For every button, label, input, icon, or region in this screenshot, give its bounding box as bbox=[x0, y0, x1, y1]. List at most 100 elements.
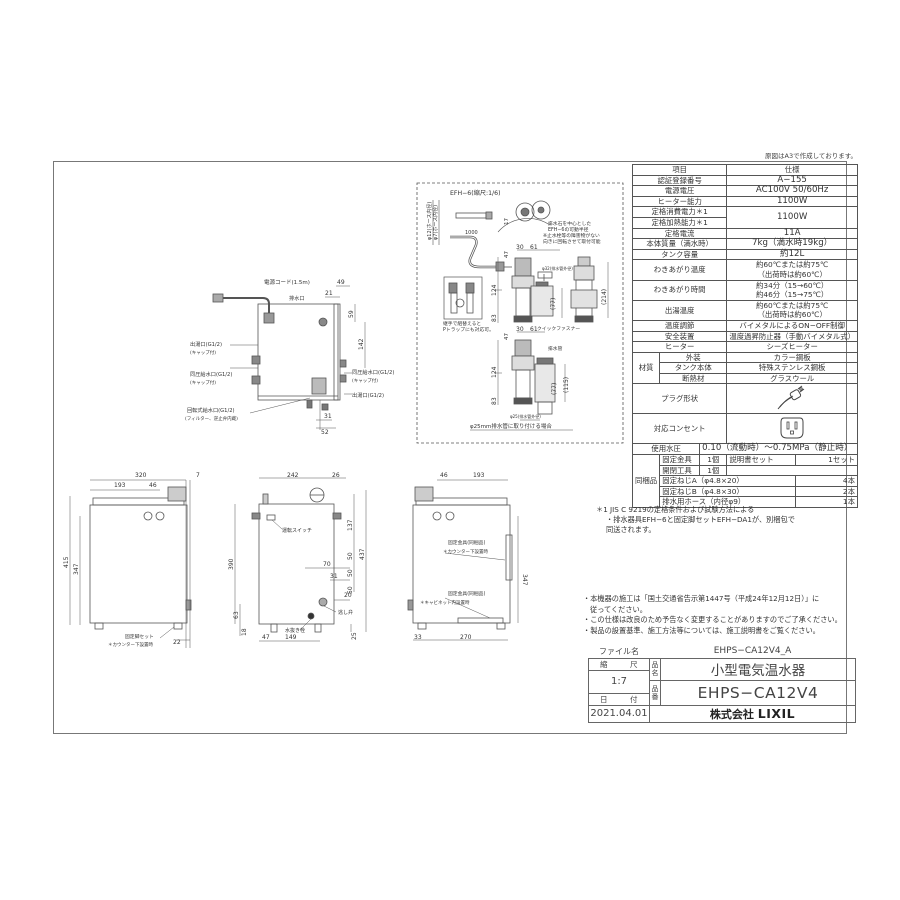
material-value: グラスウール bbox=[726, 372, 858, 385]
material-item: タンク本体 bbox=[659, 362, 728, 374]
spec-footnote: ＊1 JIS C 9219の定格条件および試験方法による ・排水器具EFH−6と… bbox=[596, 505, 795, 534]
svg-text:26: 26 bbox=[332, 472, 340, 479]
svg-text:排水口: 排水口 bbox=[289, 294, 305, 302]
side-view bbox=[234, 477, 367, 642]
svg-text:25: 25 bbox=[351, 632, 358, 640]
pressure-label: 使用水圧 bbox=[631, 443, 701, 456]
svg-text:水抜き栓: 水抜き栓 bbox=[285, 627, 305, 634]
outlet-label: 対応コンセント bbox=[631, 413, 728, 445]
svg-text:52: 52 bbox=[321, 429, 329, 436]
svg-text:47: 47 bbox=[504, 251, 510, 258]
accessory-name: 固定ねじB（φ4.8×30） bbox=[659, 485, 796, 498]
svg-text:63: 63 bbox=[233, 611, 240, 619]
svg-text:クイックファスナー: クイックファスナー bbox=[537, 326, 580, 332]
svg-text:(115): (115) bbox=[563, 377, 570, 393]
spec-value: 1100W bbox=[726, 206, 858, 229]
svg-text:＊カウンター下設置時: ＊カウンター下設置時 bbox=[443, 548, 488, 555]
svg-text:(フィルター、逆止弁内蔵): (フィルター、逆止弁内蔵) bbox=[185, 415, 238, 422]
svg-text:固定金具(同梱品): 固定金具(同梱品) bbox=[448, 539, 485, 546]
accessory-name: 説明書セット bbox=[726, 454, 796, 466]
front-view-labels: 320 7 193 46 415 347 22 固定脚セット ＊カウンター下設置… bbox=[63, 472, 200, 648]
svg-text:46: 46 bbox=[149, 482, 157, 489]
svg-text:193: 193 bbox=[473, 472, 485, 479]
pressure-value: 0.10（流動時）〜0.75MPa（静止時） bbox=[699, 443, 858, 456]
svg-text:270: 270 bbox=[460, 634, 472, 641]
svg-text:出湯口(G1/2): 出湯口(G1/2) bbox=[190, 340, 222, 348]
back-view-labels: 46 193 347 33 270 固定金具(同梱品) ＊カウンター下設置時 固… bbox=[414, 472, 528, 641]
svg-text:逃し弁: 逃し弁 bbox=[338, 609, 353, 616]
spec-header-row: 項目 仕様 bbox=[631, 164, 858, 176]
svg-text:φ7(ホース内径): φ7(ホース内径) bbox=[432, 205, 439, 240]
svg-text:φ12(ホース内径): φ12(ホース内径) bbox=[426, 202, 433, 240]
product-name-label: 品名 bbox=[649, 657, 661, 681]
date-value: 2021.04.01 bbox=[588, 704, 650, 723]
svg-text:50: 50 bbox=[347, 586, 354, 594]
svg-text:49: 49 bbox=[337, 279, 345, 286]
svg-text:(キャップ付): (キャップ付) bbox=[352, 377, 378, 384]
file-name-value: EHPS−CA12V4_A bbox=[649, 645, 856, 659]
svg-text:Pトラップにも対応可。: Pトラップにも対応可。 bbox=[443, 326, 494, 333]
spec-label: 定格電流 bbox=[631, 227, 728, 240]
svg-text:運転スイッチ: 運転スイッチ bbox=[282, 528, 312, 534]
svg-text:回転式給水口(G1/2): 回転式給水口(G1/2) bbox=[187, 406, 235, 414]
svg-text:EFH−6(縮尺:1/6): EFH−6(縮尺:1/6) bbox=[450, 189, 501, 197]
accessory-qty: 2本 bbox=[794, 485, 859, 498]
product-number: EHPS−CA12V4 bbox=[660, 679, 856, 706]
spec-value: AC100V 50/60Hz bbox=[726, 185, 858, 197]
spec-label: わきあがり時間 bbox=[631, 279, 728, 301]
svg-text:＊カウンター下設置時: ＊カウンター下設置時 bbox=[108, 641, 153, 648]
svg-text:437: 437 bbox=[359, 548, 366, 560]
spec-value: 約60℃または約75℃（出荷時は約60℃） bbox=[726, 259, 858, 281]
spec-value: 約34分（15→60℃）約46分（15→75℃） bbox=[726, 279, 858, 301]
svg-text:排水石を中心とした: 排水石を中心とした bbox=[548, 220, 591, 227]
svg-text:18: 18 bbox=[241, 628, 248, 636]
note-line: ・本機器の施工は「国土交通省告示第1447号（平成24年12月12日）」に bbox=[583, 594, 820, 603]
svg-text:φ25(排水管外径): φ25(排水管外径) bbox=[510, 413, 541, 419]
spec-label: 安全装置 bbox=[631, 330, 728, 343]
front-view bbox=[69, 479, 192, 648]
svg-text:同圧給水口(G1/2): 同圧給水口(G1/2) bbox=[190, 370, 232, 378]
spec-label: 定格消費電力＊1 bbox=[631, 206, 728, 218]
svg-text:30: 30 bbox=[516, 244, 524, 251]
svg-text:390: 390 bbox=[228, 558, 235, 570]
svg-text:φ32(排水管外径): φ32(排水管外径) bbox=[542, 265, 573, 271]
svg-text:出湯口(G1/2): 出湯口(G1/2) bbox=[352, 391, 384, 399]
spec-header-spec: 仕様 bbox=[726, 164, 858, 176]
svg-text:124: 124 bbox=[491, 366, 498, 378]
svg-text:31: 31 bbox=[324, 413, 332, 420]
material-value: カラー鋼板 bbox=[726, 351, 858, 364]
svg-text:83: 83 bbox=[491, 314, 498, 322]
spec-label: 本体質量（満水時） bbox=[631, 238, 728, 250]
back-view bbox=[407, 479, 519, 641]
svg-text:(キャップ付): (キャップ付) bbox=[190, 349, 216, 356]
svg-text:320: 320 bbox=[135, 472, 147, 479]
svg-text:22: 22 bbox=[173, 639, 181, 646]
installation-notes: ・本機器の施工は「国土交通省告示第1447号（平成24年12月12日）」に 従っ… bbox=[583, 594, 842, 636]
spec-value: 7kg（満水時19kg） bbox=[726, 238, 858, 250]
scale-value: 1:7 bbox=[588, 669, 650, 694]
svg-text:21: 21 bbox=[325, 290, 333, 297]
spec-label: 定格加熱能力＊1 bbox=[631, 216, 728, 229]
note-line: 従ってください。 bbox=[590, 604, 647, 614]
spec-header-item: 項目 bbox=[631, 164, 728, 176]
svg-text:242: 242 bbox=[287, 472, 299, 479]
svg-text:46: 46 bbox=[440, 472, 448, 479]
svg-text:＊キャビネット内設置時: ＊キャビネット内設置時 bbox=[420, 599, 470, 606]
svg-text:(キャップ付): (キャップ付) bbox=[190, 379, 216, 386]
svg-text:347: 347 bbox=[73, 563, 80, 575]
note-line: ・この仕様は改良のため予告なく変更することがありますのでご了承ください。 bbox=[583, 615, 842, 625]
svg-text:EFH−6の可動半径: EFH−6の可動半径 bbox=[548, 226, 589, 233]
accessory-qty: 1セット bbox=[794, 454, 859, 466]
svg-text:31: 31 bbox=[330, 573, 338, 580]
svg-text:向きに回転させて取付可能: 向きに回転させて取付可能 bbox=[543, 238, 601, 245]
svg-text:※止水栓等の障害物がない: ※止水栓等の障害物がない bbox=[543, 232, 600, 239]
file-name-label: ファイル名 bbox=[588, 645, 650, 659]
svg-text:(214): (214) bbox=[601, 289, 608, 305]
svg-text:142: 142 bbox=[358, 338, 365, 350]
spec-value: 温度過昇防止器（手動バイメタル式） bbox=[726, 330, 858, 343]
svg-text:電源コード(1.5m): 電源コード(1.5m) bbox=[264, 278, 310, 286]
material-value: 特殊ステンレス鋼板 bbox=[726, 362, 858, 374]
spec-value: A−155 bbox=[726, 174, 858, 187]
spec-value: 約12L bbox=[726, 248, 858, 261]
